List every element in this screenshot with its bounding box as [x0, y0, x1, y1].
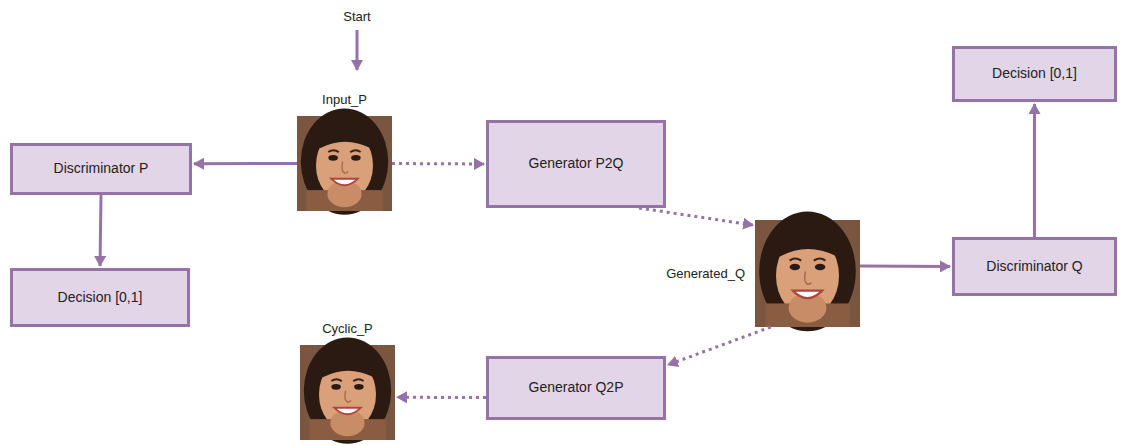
- discriminator-box: Discriminator P: [10, 143, 192, 195]
- image-caption: Cyclic_P: [322, 321, 373, 337]
- box-label: Discriminator Q: [986, 258, 1082, 276]
- start-label: Start: [343, 9, 370, 24]
- discriminator-box: Discriminator Q: [952, 237, 1117, 296]
- box-label: Decision [0,1]: [992, 65, 1077, 83]
- generator-box: Generator Q2P: [486, 356, 666, 420]
- solid-arrow: [99, 195, 103, 266]
- image-node: Cyclic_P: [300, 345, 395, 440]
- box-label: Generator Q2P: [529, 379, 624, 397]
- dotted-arrow: [668, 327, 771, 365]
- face-photo: [755, 211, 860, 331]
- decision-box: Decision [0,1]: [952, 46, 1117, 102]
- face-photo: [300, 337, 395, 443]
- image-node: Generated_Q: [755, 220, 860, 327]
- generator-box: Generator P2Q: [486, 120, 666, 208]
- dotted-arrow: [639, 208, 753, 225]
- start-arrow: [356, 30, 359, 70]
- dotted-arrow: [392, 162, 484, 165]
- dotted-arrow: [397, 396, 486, 399]
- image-caption: Generated_Q: [666, 266, 745, 282]
- box-label: Generator P2Q: [529, 155, 624, 173]
- solid-arrow: [194, 162, 297, 165]
- solid-arrow: [1033, 104, 1036, 237]
- decision-box: Decision [0,1]: [10, 268, 190, 327]
- face-photo: [297, 108, 392, 214]
- solid-arrow: [860, 265, 950, 268]
- image-node: Input_P: [297, 116, 392, 211]
- image-caption: Input_P: [322, 92, 367, 108]
- box-label: Discriminator P: [54, 160, 149, 178]
- box-label: Decision [0,1]: [58, 289, 143, 307]
